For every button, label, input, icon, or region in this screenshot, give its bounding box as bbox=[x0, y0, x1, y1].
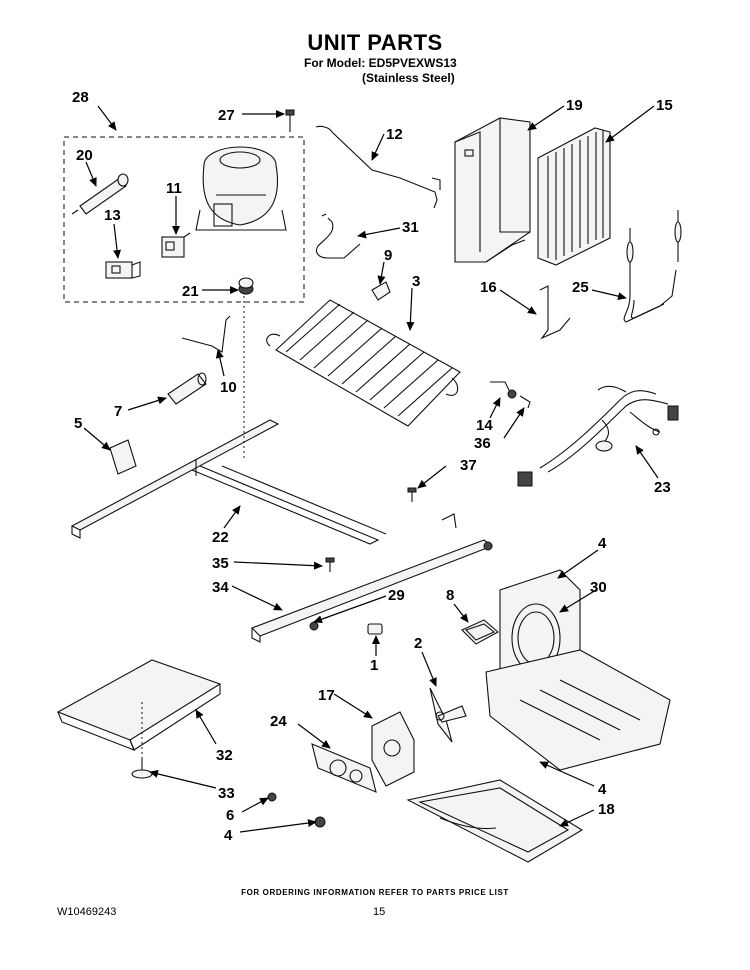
fan-blade-part bbox=[429, 687, 467, 743]
condenser-motor-part bbox=[371, 711, 415, 787]
dryer-tube-part bbox=[623, 210, 682, 323]
document-number: W10469243 bbox=[57, 906, 117, 918]
callout-7: 7 bbox=[114, 403, 122, 420]
screw-part bbox=[325, 557, 335, 572]
page-number: 15 bbox=[373, 906, 386, 918]
callout-12: 12 bbox=[386, 126, 403, 143]
callout-8: 8 bbox=[446, 587, 454, 604]
callout-31: 31 bbox=[402, 219, 419, 236]
tube-part bbox=[315, 125, 441, 209]
callout-34: 34 bbox=[212, 579, 229, 596]
callout-32: 32 bbox=[216, 747, 233, 764]
leveling-foot-part bbox=[131, 758, 153, 779]
callout-1: 1 bbox=[370, 657, 378, 674]
capacitor-part bbox=[71, 173, 129, 215]
machine-base-part bbox=[485, 649, 671, 771]
callout-36: 36 bbox=[474, 435, 491, 452]
callout-21: 21 bbox=[182, 283, 199, 300]
callout-25: 25 bbox=[572, 279, 589, 296]
page-title: UNIT PARTS bbox=[307, 30, 443, 55]
callout-5: 5 bbox=[74, 415, 82, 432]
condenser-fins bbox=[547, 130, 604, 260]
drain-fitting-part bbox=[490, 381, 531, 409]
clip-part bbox=[539, 285, 571, 340]
callout-18: 18 bbox=[598, 801, 615, 818]
access-panel-part bbox=[56, 659, 222, 760]
callout-14: 14 bbox=[476, 417, 493, 434]
callout-6: 6 bbox=[226, 807, 234, 824]
callout-27: 27 bbox=[218, 107, 235, 124]
callout-4a: 4 bbox=[598, 535, 607, 552]
leader-lines bbox=[83, 105, 659, 833]
screw-part bbox=[267, 792, 326, 828]
callout-17: 17 bbox=[318, 687, 335, 704]
compressor-kit-group bbox=[63, 109, 305, 303]
callout-23: 23 bbox=[654, 479, 671, 496]
ordering-note: FOR ORDERING INFORMATION REFER TO PARTS … bbox=[241, 888, 509, 897]
callout-13: 13 bbox=[104, 207, 121, 224]
model-line: For Model: ED5PVEXWS13 bbox=[304, 56, 457, 70]
callout-4c: 4 bbox=[598, 781, 607, 798]
motor-bracket-part bbox=[311, 743, 377, 793]
grommet-part bbox=[238, 277, 254, 295]
wire-part bbox=[181, 315, 231, 353]
callout-24: 24 bbox=[270, 713, 287, 730]
callout-15: 15 bbox=[656, 97, 673, 114]
callout-29: 29 bbox=[388, 587, 405, 604]
overload-part bbox=[105, 261, 141, 279]
callout-35: 35 bbox=[212, 555, 229, 572]
callout-33: 33 bbox=[218, 785, 235, 802]
base-rail-part bbox=[70, 296, 387, 545]
drain-pan-part bbox=[406, 779, 584, 863]
callout-30: 30 bbox=[590, 579, 607, 596]
fan-motor-part bbox=[367, 623, 383, 635]
screw-part bbox=[285, 109, 295, 132]
mount-clamp-part bbox=[109, 439, 137, 475]
relay-part bbox=[161, 232, 191, 258]
coil-rungs bbox=[285, 303, 453, 417]
cross-rail-part bbox=[251, 513, 494, 643]
callout-19: 19 bbox=[566, 97, 583, 114]
gasket-part bbox=[461, 619, 499, 645]
compressor-part bbox=[195, 146, 287, 231]
shroud-part bbox=[454, 117, 531, 263]
callout-20: 20 bbox=[76, 147, 93, 164]
evaporator-coil-part bbox=[266, 299, 461, 427]
callout-9: 9 bbox=[384, 247, 392, 264]
sleeve-part bbox=[167, 372, 207, 405]
condenser-part bbox=[537, 127, 611, 266]
callout-28: 28 bbox=[72, 89, 89, 106]
callout-16: 16 bbox=[480, 279, 497, 296]
wire-harness-part bbox=[517, 385, 679, 487]
callout-3: 3 bbox=[412, 273, 420, 290]
callout-2: 2 bbox=[414, 635, 422, 652]
variant-line: (Stainless Steel) bbox=[362, 71, 455, 85]
callout-11: 11 bbox=[166, 180, 182, 197]
bracket-clip-part bbox=[371, 281, 391, 301]
screw-part bbox=[407, 487, 417, 502]
callout-10: 10 bbox=[220, 379, 237, 396]
callout-22: 22 bbox=[212, 529, 229, 546]
callout-37: 37 bbox=[460, 457, 477, 474]
callout-4b: 4 bbox=[224, 827, 233, 844]
drain-hose-part bbox=[315, 213, 361, 259]
callout-labels: 28 27 12 19 15 20 11 13 31 21 9 3 16 25 … bbox=[72, 89, 673, 844]
